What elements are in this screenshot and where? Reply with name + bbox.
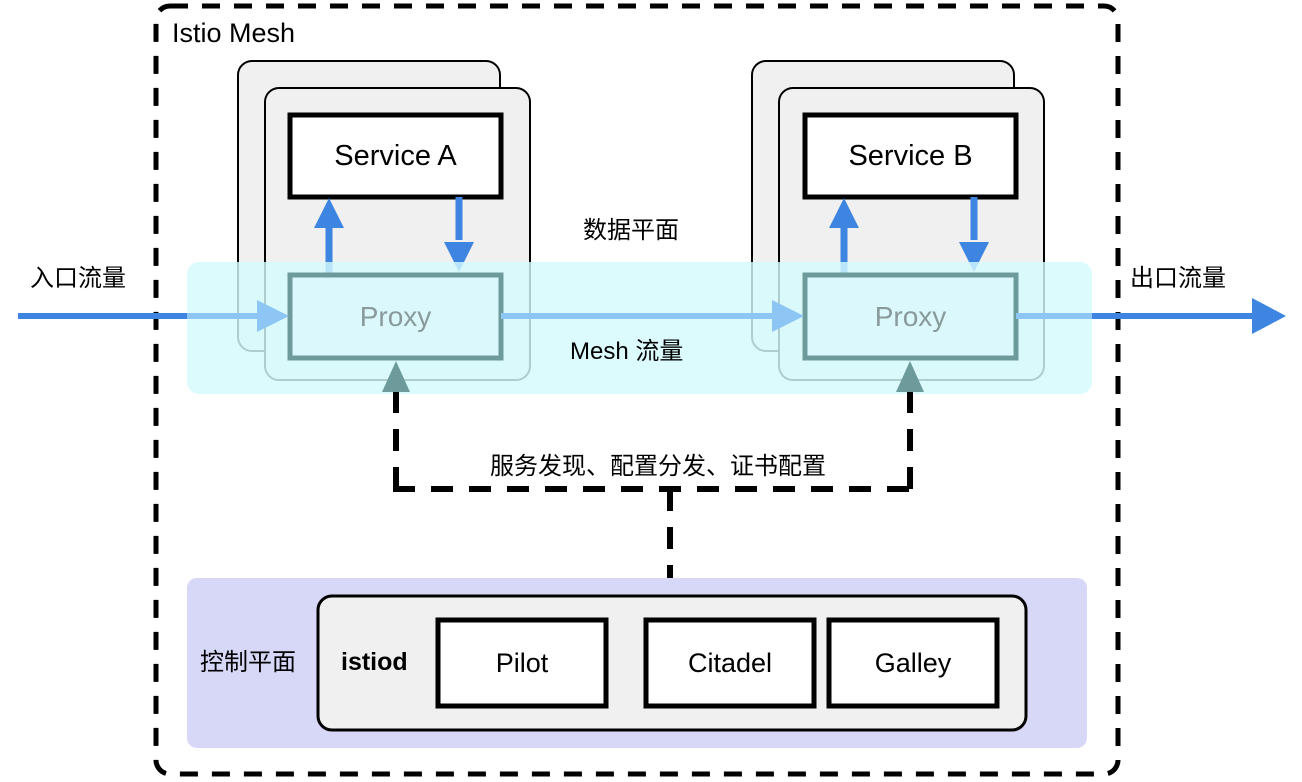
ingress-flow-arrow-into-proxy-a [187, 300, 289, 332]
control-flow-label: 服务发现、配置分发、证书配置 [486, 455, 830, 479]
service-a-box [287, 112, 504, 200]
galley-box [826, 617, 1000, 709]
service-b-label: Service B [848, 139, 973, 172]
mesh-flow-arrow-a-to-b [501, 300, 804, 332]
pilot-box [435, 617, 609, 709]
pod-b-service-to-proxy-arrow [959, 197, 989, 272]
proxy-b-box [802, 272, 1019, 361]
service-b-box [802, 112, 1019, 200]
control-flow-arrowhead-right [896, 361, 924, 392]
control-flow-arrowhead-left [382, 361, 410, 392]
istiod-label: istiod [341, 648, 408, 676]
istio-mesh-boundary [153, 3, 1121, 777]
data-plane-label: 数据平面 [583, 217, 679, 244]
mesh-traffic-label: Mesh 流量 [570, 338, 684, 365]
pilot-label: Pilot [495, 647, 549, 678]
egress-flow-arrow [1092, 298, 1286, 334]
proxy-a-label: Proxy [359, 300, 432, 332]
ingress-traffic-label: 入口流量 [30, 265, 126, 292]
proxy-b-label: Proxy [874, 300, 947, 332]
galley-label: Galley [874, 647, 952, 678]
citadel-box [643, 617, 817, 709]
egress-traffic-label: 出口流量 [1130, 265, 1226, 292]
control-plane-label: 控制平面 [200, 649, 296, 676]
service-a-label: Service A [334, 139, 457, 172]
mesh-title: Istio Mesh [172, 18, 296, 48]
citadel-label: Citadel [687, 647, 773, 678]
pod-a-service-to-proxy-arrow [444, 197, 474, 272]
